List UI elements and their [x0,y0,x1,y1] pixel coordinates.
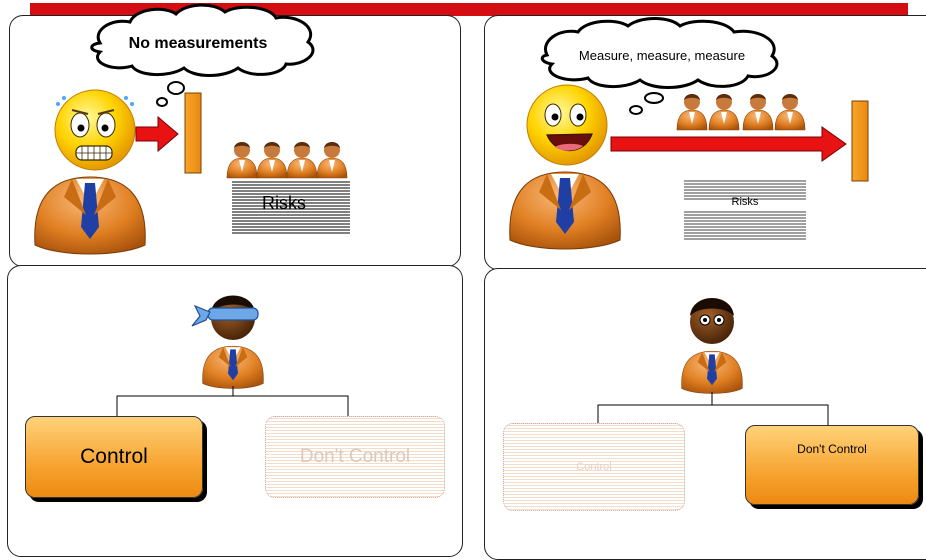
no-measurements-label: No measurements [128,35,268,52]
thought-cloud-right [540,17,779,115]
tree-connector-left [116,386,349,416]
control-box-faded: Control [503,423,685,511]
seeing-person [681,350,743,394]
thought-cloud-left [90,3,315,107]
measurement-bar-right [851,100,869,182]
risks-label-left: Risks [262,193,306,213]
seeing-head-icon [690,298,734,344]
happy-face-icon [526,84,608,166]
happy-person [509,171,621,250]
worried-face-icon [54,89,136,171]
control-box: Control [25,416,203,498]
blindfolded-person [202,345,264,389]
diagram-canvas [34,3,869,425]
short-arrow [135,115,179,153]
long-arrow [610,126,847,162]
measure-label: Measure, measure, measure [578,48,746,63]
tree-connector-right [597,392,829,425]
measurement-bar-left [184,92,202,174]
dont-control-box-faded: Don't Control [265,416,445,498]
people-group-left [226,141,348,179]
blindfolded-head-icon [191,295,259,340]
people-group-right [676,93,806,131]
risks-lines-left [232,181,350,234]
worried-person [34,176,146,255]
risks-label-right: Risks [731,196,759,208]
dont-control-box: Don't Control [745,425,919,505]
risks-lines-right [684,180,806,240]
